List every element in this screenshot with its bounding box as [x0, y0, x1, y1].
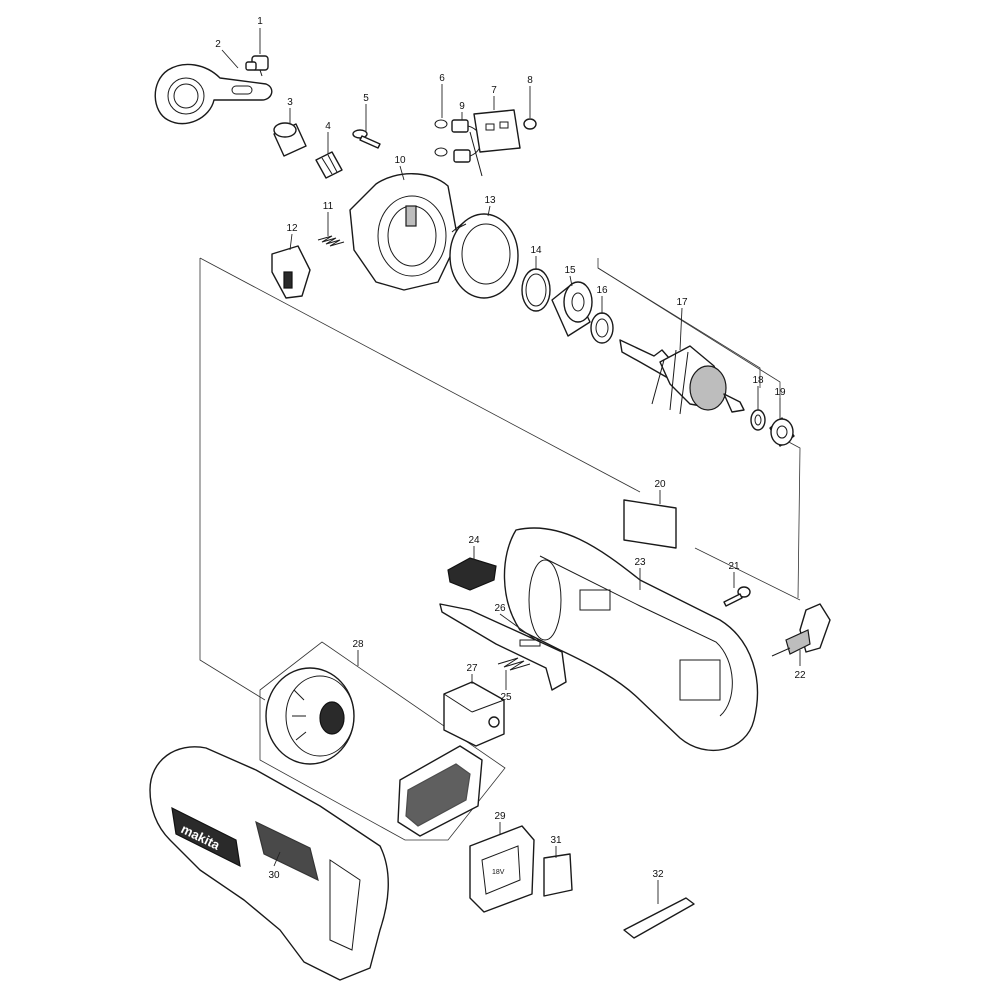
- part-14-washer: [521, 268, 551, 312]
- callout-17: 17: [676, 297, 688, 308]
- part-16-washer: [590, 312, 614, 344]
- part-5-screw: [352, 129, 381, 149]
- part-20-label: [623, 499, 677, 549]
- part-32-label: [623, 897, 695, 939]
- part-19-bearing: [769, 417, 795, 447]
- part-24-switch-knob: [447, 557, 497, 591]
- callout-6: 6: [439, 73, 445, 84]
- part-21-screw: [723, 586, 751, 607]
- callout-11: 11: [323, 201, 334, 212]
- callout-23: 23: [634, 557, 646, 568]
- part-27-controller: [443, 681, 505, 747]
- part-29-battery-terminal: 18V: [469, 825, 535, 913]
- callout-25: 25: [500, 692, 512, 703]
- battery-voltage-mark: 18V: [492, 869, 505, 876]
- assembly-guide-lines: [199, 257, 801, 841]
- part-26-slide-bar: [439, 603, 567, 691]
- part-9-brush-holder: [451, 119, 483, 177]
- part-17-armature: [619, 339, 745, 415]
- callout-4: 4: [325, 121, 331, 132]
- part-28-heat-sink: [397, 745, 483, 837]
- callout-3: 3: [287, 97, 293, 108]
- part-7-plate: [473, 109, 521, 153]
- callout-10: 10: [394, 155, 406, 166]
- part-30-motor-housing: makita: [149, 746, 389, 981]
- callout-13: 13: [484, 195, 496, 206]
- callout-15: 15: [564, 265, 576, 276]
- callout-18: 18: [752, 375, 764, 386]
- callout-31: 31: [550, 835, 562, 846]
- part-12-lock-button: [271, 245, 311, 299]
- callout-29: 29: [494, 811, 506, 822]
- part-6-o-ring: [434, 119, 448, 157]
- callout-20: 20: [654, 479, 666, 490]
- part-22-switch-lever: [771, 603, 831, 657]
- part-8-screw: [523, 118, 537, 130]
- part-1-screw-knob: [245, 55, 269, 77]
- part-23-housing-half: [503, 527, 759, 752]
- callout-9: 9: [459, 101, 465, 112]
- part-28-stator: [265, 667, 355, 765]
- callout-5: 5: [363, 93, 369, 104]
- callout-22: 22: [794, 670, 806, 681]
- part-13-bracket: [449, 213, 519, 299]
- part-31-label: [543, 853, 573, 897]
- callout-8: 8: [527, 75, 533, 86]
- callout-16: 16: [596, 285, 608, 296]
- part-3-sleeve: [273, 122, 307, 157]
- part-25-spring: [497, 657, 531, 671]
- callout-19: 19: [774, 387, 786, 398]
- callout-leader-lines: [221, 28, 801, 904]
- callout-14: 14: [530, 245, 542, 256]
- part-18-washer: [750, 409, 766, 431]
- callout-2: 2: [215, 39, 221, 50]
- callout-1: 1: [257, 16, 263, 27]
- part-11-spring: [317, 235, 345, 247]
- part-4-collet: [315, 151, 343, 179]
- part-15-bearing: [551, 281, 593, 337]
- callout-21: 21: [728, 561, 740, 572]
- callout-32: 32: [652, 869, 664, 880]
- callout-24: 24: [468, 535, 480, 546]
- part-2-wrench-plate: [154, 63, 273, 125]
- callout-26: 26: [494, 603, 506, 614]
- callout-labels: 1 2 3 4 5 6 7 8 9 10 11 12 13 14 15 16 1…: [215, 16, 806, 881]
- callout-30: 30: [268, 870, 280, 881]
- callout-27: 27: [466, 663, 478, 674]
- callout-7: 7: [491, 85, 497, 96]
- part-10-front-housing: [349, 173, 459, 291]
- callout-28: 28: [352, 639, 364, 650]
- callout-12: 12: [286, 223, 298, 234]
